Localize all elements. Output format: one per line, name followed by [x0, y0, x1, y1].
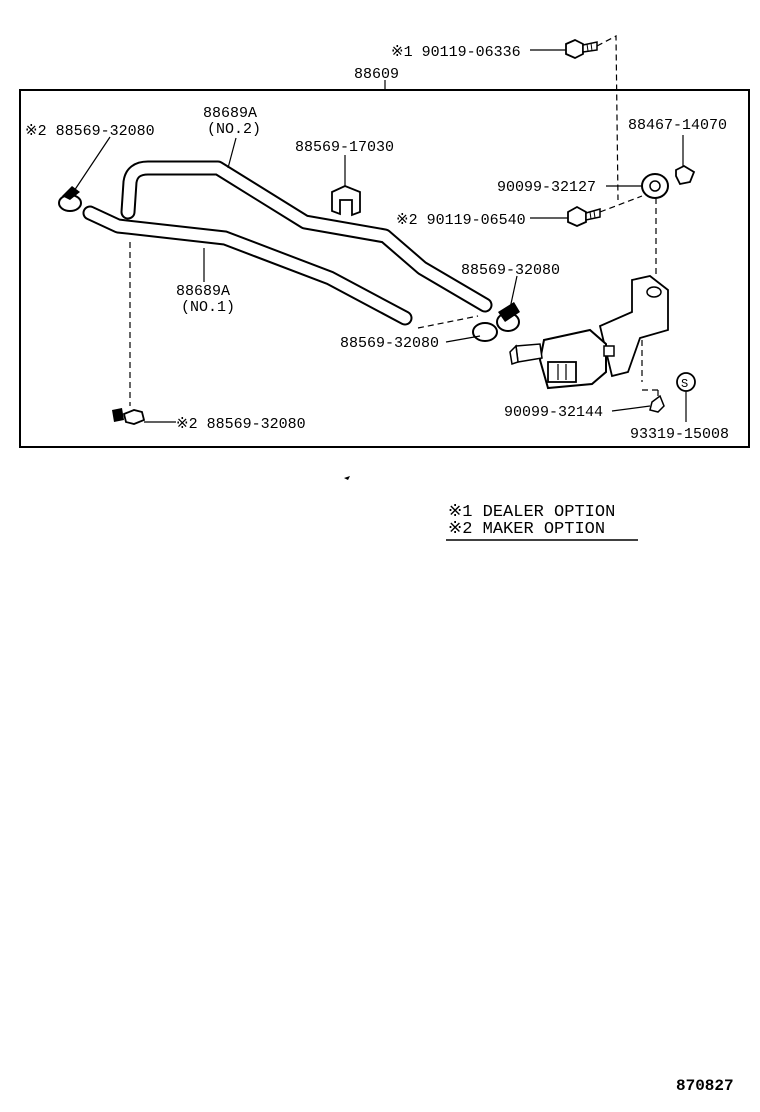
label-valve-15008: 93319-15008 — [630, 426, 729, 443]
stray-mark — [344, 476, 350, 480]
label-hose-no2-suffix: (NO.2) — [207, 121, 261, 138]
svg-text:S: S — [681, 377, 688, 391]
leader-lines — [73, 49, 687, 423]
clip-17030-part — [331, 185, 361, 217]
label-bolt-middle: ※2 90119-06540 — [396, 212, 526, 229]
assembly-number-label: 88609 — [354, 66, 399, 83]
legend: ※1 DEALER OPTION ※2 MAKER OPTION — [446, 503, 638, 541]
grommet-14070-part — [675, 164, 696, 186]
mounting-bracket-part — [598, 275, 669, 378]
label-clamp-right-lower: 88569-32080 — [340, 335, 439, 352]
label-grommet-14070: 88467-14070 — [628, 117, 727, 134]
label-clamp-bottom-left: ※2 88569-32080 — [176, 416, 306, 433]
drawing-number: 870827 — [676, 1077, 734, 1095]
hose-no2 — [120, 160, 493, 313]
legend-dealer-option: ※1 DEALER OPTION — [448, 503, 615, 522]
label-hose-no1-number: 88689A — [176, 283, 230, 300]
clamp-bottom-left-part — [112, 408, 146, 425]
label-bolt-32144: 90099-32144 — [504, 404, 603, 421]
bolt-middle-part — [567, 205, 601, 227]
vsv-valve-part — [509, 328, 615, 390]
label-cushion-32127: 90099-32127 — [497, 179, 596, 196]
label-bolt-top: ※1 90119-06336 — [391, 44, 521, 61]
dashed-lines — [129, 35, 659, 406]
valve-15008-part: S — [676, 372, 696, 392]
cushion-32127-part — [641, 173, 669, 199]
bolt-32144-part — [649, 394, 665, 413]
legend-maker-option: ※2 MAKER OPTION — [448, 520, 605, 539]
label-hose-no1-suffix: (NO.1) — [181, 299, 235, 316]
hose-no1 — [82, 205, 413, 326]
clamp-top-left-part — [58, 186, 82, 212]
label-clamp-right-upper: 88569-32080 — [461, 262, 560, 279]
label-clip-17030: 88569-17030 — [295, 139, 394, 156]
bolt-top-part — [565, 39, 598, 59]
label-clamp-top-left: ※2 88569-32080 — [25, 123, 155, 140]
part-labels: ※1 90119-06336 88689A (NO.2) ※2 88569-32… — [25, 44, 729, 443]
label-hose-no2-number: 88689A — [203, 105, 257, 122]
